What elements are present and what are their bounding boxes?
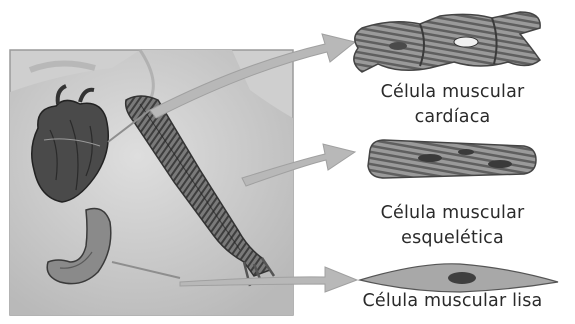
cardiac-cell-caption: Célula muscular cardíaca [340,80,565,130]
skeletal-caption-line2: esquelética [340,226,565,251]
cardiac-caption-line2: cardíaca [340,105,565,130]
smooth-cell-caption: Célula muscular lisa [340,289,565,314]
skeletal-cell-caption: Célula muscular esquelética [340,201,565,251]
cardiac-cell-icon [354,12,540,72]
cardiac-caption-line1: Célula muscular [340,80,565,105]
smooth-cell-icon [360,264,558,292]
skeletal-caption-line1: Célula muscular [340,201,565,226]
skeletal-cell-icon [368,140,536,178]
